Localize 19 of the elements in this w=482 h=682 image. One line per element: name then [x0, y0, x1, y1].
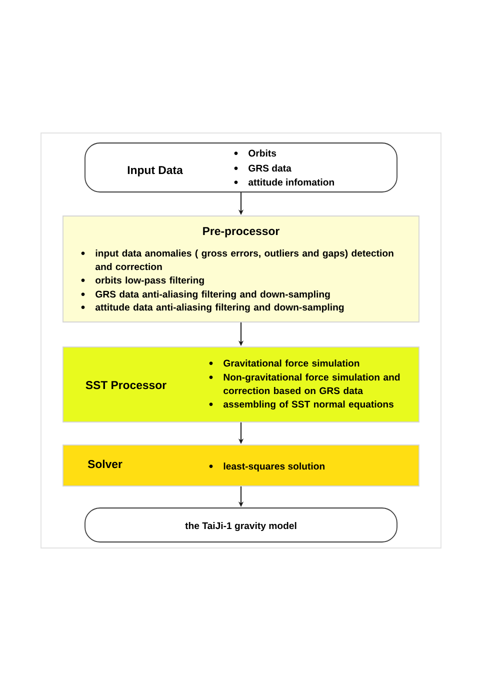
box-label: the TaiJi-1 gravity model — [185, 522, 296, 532]
process-box — [62, 346, 420, 422]
list-item: GRS data anti-aliasing filtering and down-sampling — [96, 290, 330, 300]
box-title: Solver — [88, 460, 122, 468]
list-item: Orbits — [248, 150, 276, 157]
box-title: Input Data — [128, 166, 183, 176]
process-box — [62, 444, 420, 486]
box-title: Pre-processor — [203, 227, 280, 238]
list-item: attitude infomation — [248, 178, 334, 186]
box-title: SST Processor — [86, 381, 166, 390]
list-item: orbits low-pass filtering — [96, 276, 204, 286]
list-item: GRS data — [248, 164, 292, 172]
process-box — [62, 216, 420, 322]
list-item: least-squares solution — [224, 462, 324, 472]
list-item: attitude data anti-aliasing filtering and down-sampling — [95, 304, 344, 313]
terminal-box — [84, 142, 398, 192]
list-item: Gravitational force simulation — [224, 360, 360, 367]
list-item: assembling of SST normal equations — [223, 400, 394, 410]
terminal-box — [84, 508, 398, 542]
